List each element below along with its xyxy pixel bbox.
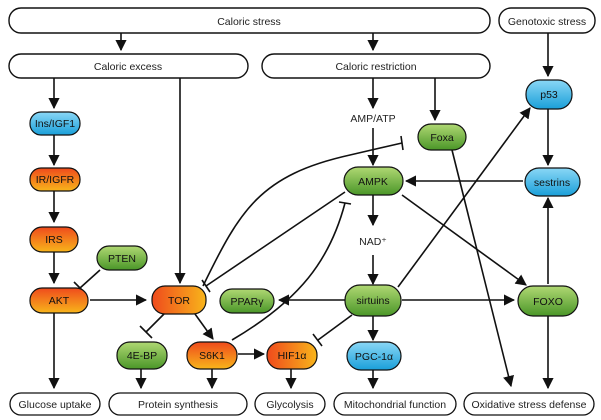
label-amp-atp: AMP/ATP bbox=[350, 113, 395, 125]
outcome-mitochondrial-function: Mitochondrial function bbox=[333, 392, 457, 416]
node-sestrins: sestrins bbox=[524, 167, 581, 197]
svg-text:IR/IGFR: IR/IGFR bbox=[36, 174, 75, 186]
edge-tor-curve-inhibit-bar bbox=[400, 135, 404, 151]
svg-text:Glucose uptake: Glucose uptake bbox=[19, 399, 92, 411]
svg-text:Mitochondrial function: Mitochondrial function bbox=[344, 399, 446, 411]
edge-tor-inhibit-bar bbox=[139, 325, 153, 339]
edge-sirtuins-inhibits-hif bbox=[317, 314, 353, 341]
svg-text:AKT: AKT bbox=[49, 295, 70, 307]
svg-text:sirtuins: sirtuins bbox=[356, 295, 389, 307]
node-ins-igf1: Ins/IGF1 bbox=[29, 111, 81, 136]
svg-text:Protein synthesis: Protein synthesis bbox=[138, 399, 218, 411]
edge-pten-inhibits-akt bbox=[79, 269, 101, 289]
edge-s6k1-curve-inhibit-bar bbox=[338, 201, 352, 205]
edge-ampk-inhibits-tor bbox=[205, 191, 346, 287]
node-caloric-excess: Caloric excess bbox=[8, 53, 249, 79]
outcome-glycolysis: Glycolysis bbox=[254, 392, 326, 416]
svg-text:HIF1α: HIF1α bbox=[278, 350, 307, 362]
svg-text:Foxa: Foxa bbox=[430, 132, 454, 144]
svg-text:AMPK: AMPK bbox=[358, 176, 388, 188]
node-p53: p53 bbox=[525, 79, 573, 110]
edge-tor-curve-to-foxa bbox=[202, 142, 403, 287]
svg-text:4E-BP: 4E-BP bbox=[127, 350, 157, 362]
node-pgc-1-alpha: PGC-1α bbox=[346, 341, 402, 371]
svg-text:PGC-1α: PGC-1α bbox=[355, 351, 393, 363]
outcome-oxidative-stress-defense: Oxidative stress defense bbox=[463, 392, 595, 416]
svg-text:TOR: TOR bbox=[168, 295, 190, 307]
outcome-glucose-uptake: Glucose uptake bbox=[9, 392, 101, 416]
svg-text:Oxidative stress defense: Oxidative stress defense bbox=[472, 399, 587, 411]
edge-sirtuins-inhibit-bar bbox=[312, 333, 323, 347]
node-ampk: AMPK bbox=[343, 166, 404, 196]
node-genotoxic-stress: Genotoxic stress bbox=[498, 7, 596, 34]
svg-text:p53: p53 bbox=[540, 89, 558, 101]
node-akt: AKT bbox=[29, 287, 89, 314]
edge-tor-to-s6k1 bbox=[194, 313, 214, 340]
node-ir-igfr: IR/IGFR bbox=[29, 167, 81, 192]
node-ppar-gamma: PPARγ bbox=[219, 288, 275, 314]
node-foxo: FOXO bbox=[517, 285, 579, 317]
svg-text:FOXO: FOXO bbox=[533, 296, 563, 308]
edge-ampk-to-foxo bbox=[401, 194, 527, 286]
svg-text:Caloric stress: Caloric stress bbox=[217, 16, 281, 28]
svg-text:PPARγ: PPARγ bbox=[230, 296, 264, 308]
svg-text:S6K1: S6K1 bbox=[199, 350, 225, 362]
edge-tor-inhibits-4ebp bbox=[145, 313, 165, 333]
node-s6k1: S6K1 bbox=[186, 341, 238, 370]
node-sirtuins: sirtuins bbox=[344, 284, 402, 317]
svg-text:PTEN: PTEN bbox=[108, 253, 136, 265]
node-foxa: Foxa bbox=[417, 123, 467, 151]
edge-foxa-to-oxidative bbox=[451, 149, 514, 388]
node-hif1-alpha: HIF1α bbox=[266, 341, 318, 370]
edge-s6k1-curve-inhibits-ampk bbox=[231, 202, 346, 341]
outcome-protein-synthesis: Protein synthesis bbox=[108, 392, 248, 416]
svg-text:Glycolysis: Glycolysis bbox=[266, 399, 313, 411]
edge-ampk-inhibit-bar bbox=[201, 279, 211, 293]
svg-text:Caloric excess: Caloric excess bbox=[94, 61, 162, 73]
svg-text:Caloric restriction: Caloric restriction bbox=[335, 61, 416, 73]
svg-text:Ins/IGF1: Ins/IGF1 bbox=[35, 118, 75, 130]
node-pten: PTEN bbox=[96, 245, 148, 271]
node-caloric-stress: Caloric stress bbox=[8, 7, 491, 34]
svg-text:sestrins: sestrins bbox=[534, 177, 570, 189]
node-tor: TOR bbox=[151, 285, 207, 315]
node-4e-bp: 4E-BP bbox=[116, 341, 168, 370]
svg-text:Genotoxic stress: Genotoxic stress bbox=[508, 16, 586, 28]
node-irs: IRS bbox=[29, 226, 79, 253]
node-caloric-restriction: Caloric restriction bbox=[261, 53, 491, 79]
label-nad: NAD⁺ bbox=[359, 236, 387, 248]
svg-text:IRS: IRS bbox=[45, 234, 63, 246]
